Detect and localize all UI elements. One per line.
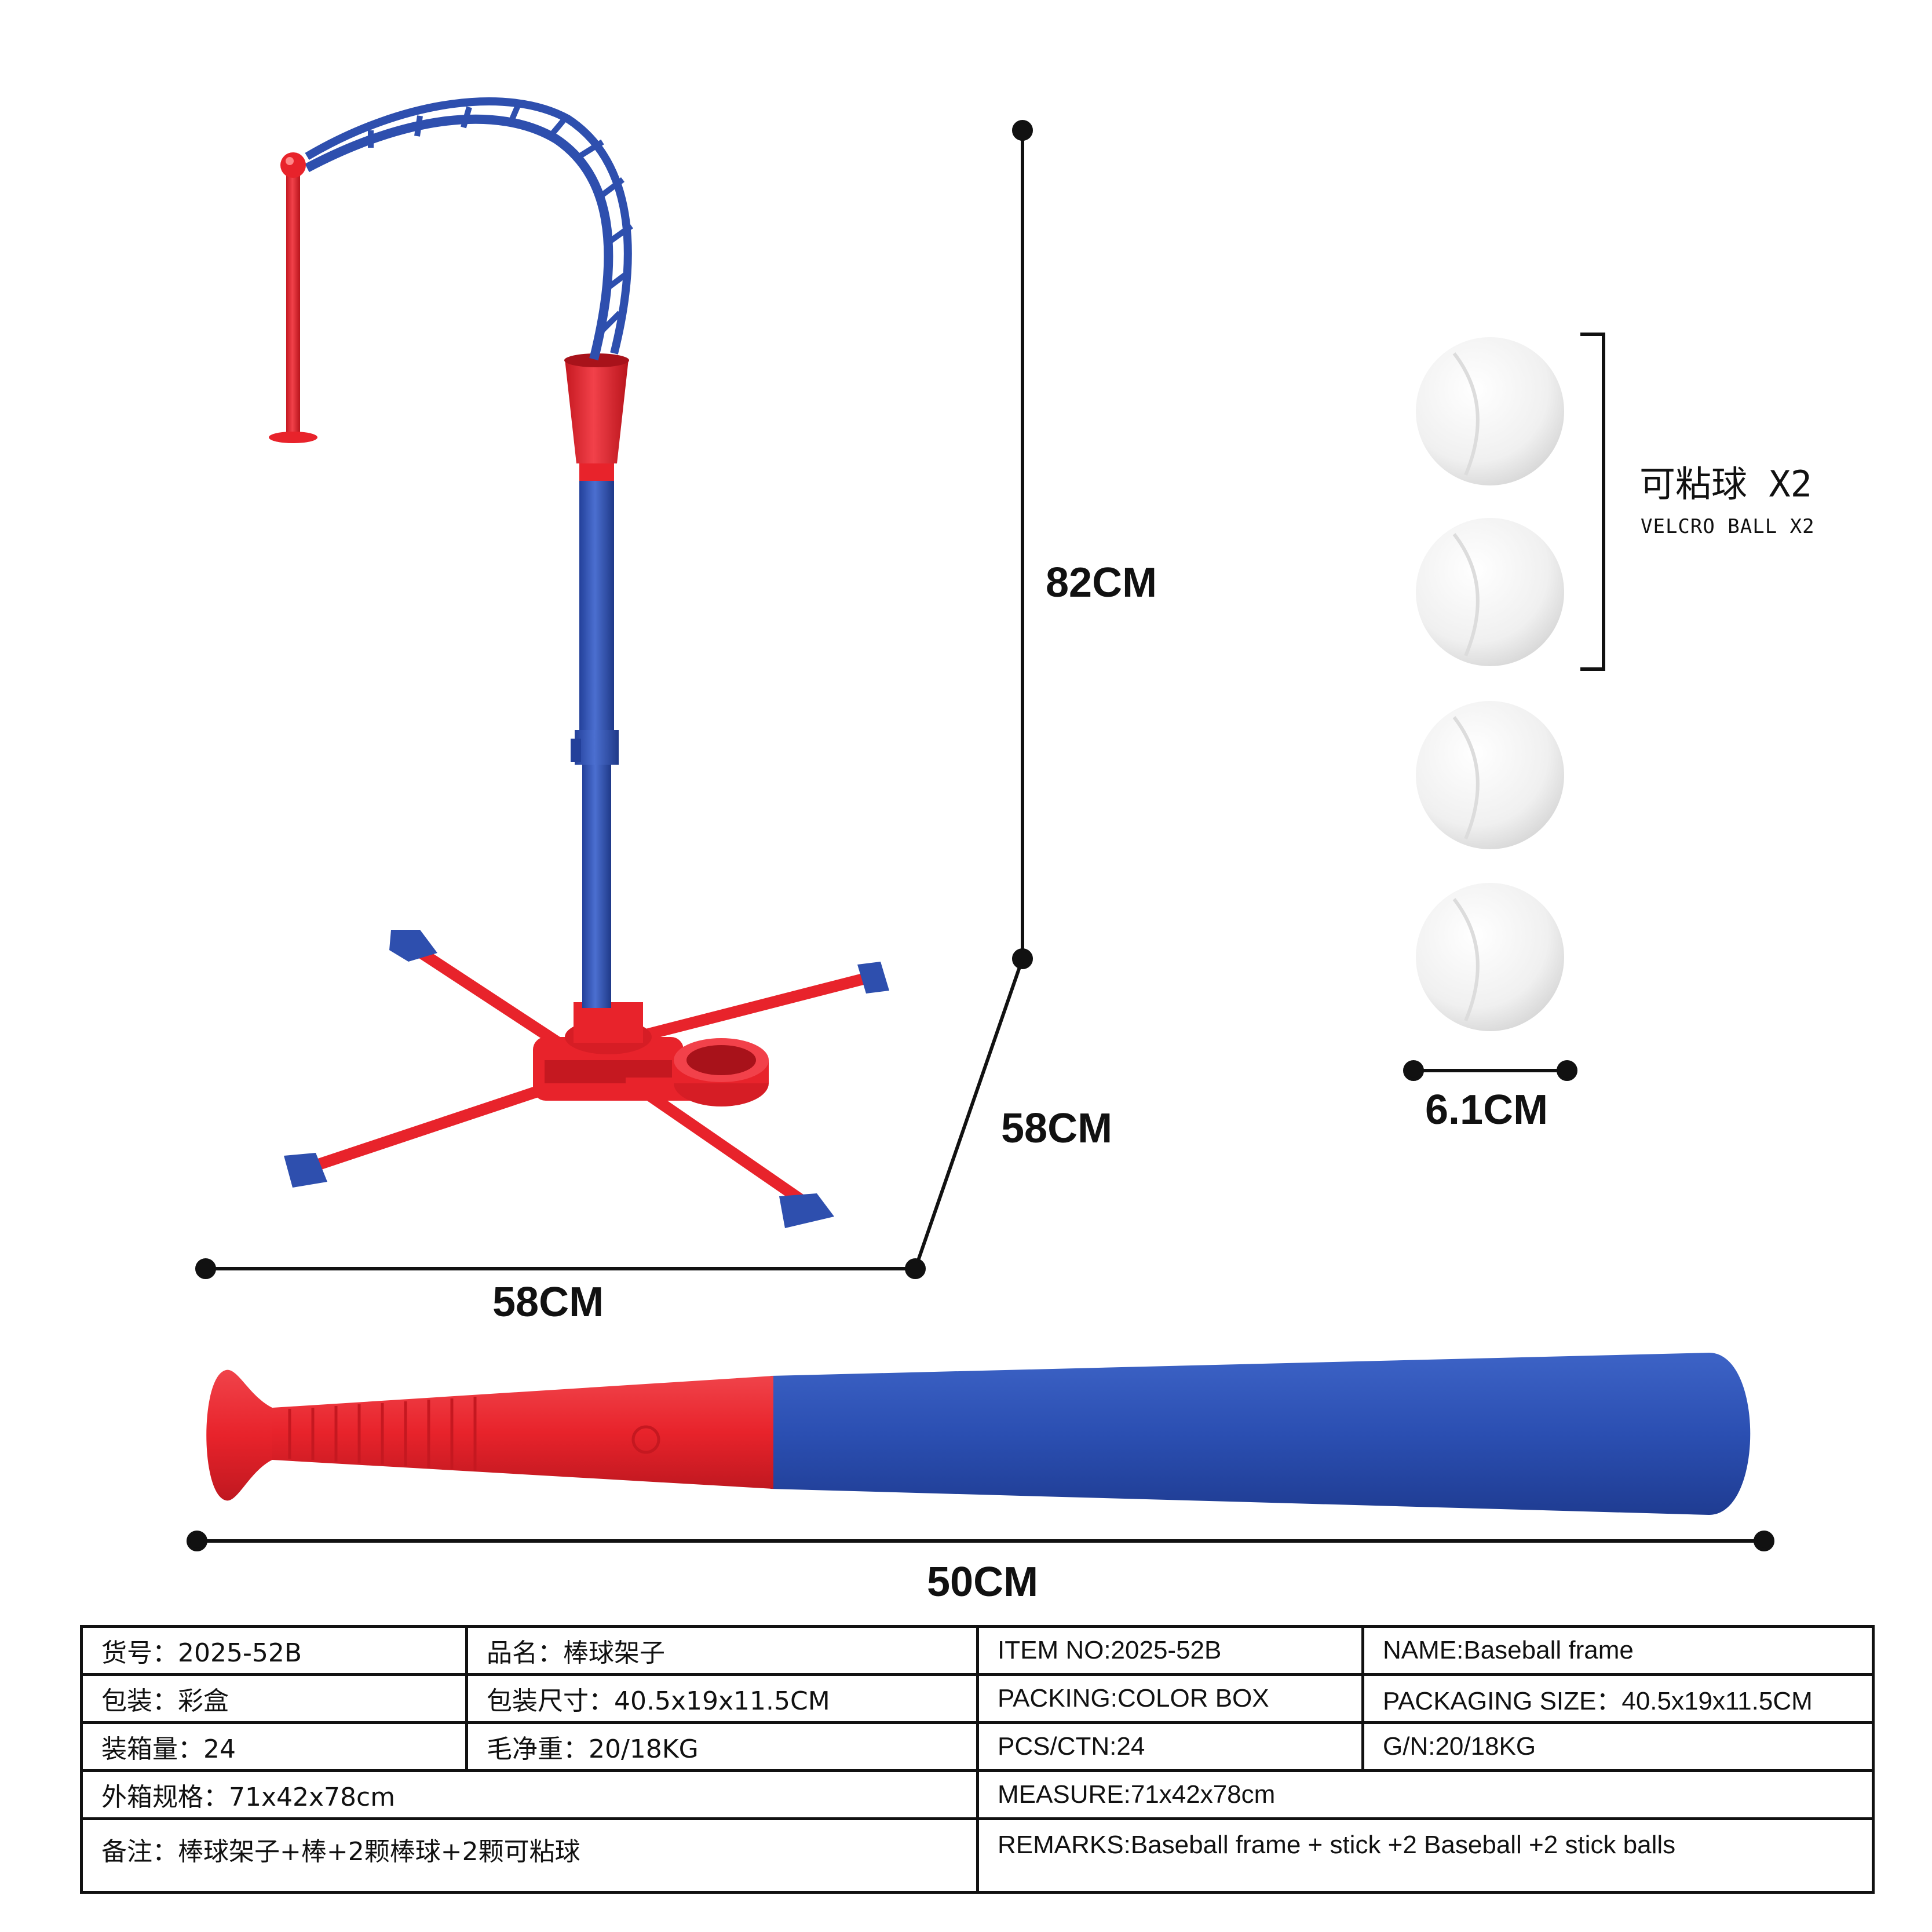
batting-tee bbox=[269, 97, 889, 1228]
weight-cn: 毛净重：20/18KG bbox=[465, 1721, 979, 1772]
packaging-size-cn: 包装尺寸：40.5x19x11.5CM bbox=[465, 1673, 979, 1724]
tee-legs bbox=[284, 930, 889, 1228]
ball bbox=[1416, 701, 1564, 849]
tee-arch bbox=[269, 97, 633, 443]
depth-dimension-label: 58CM bbox=[1001, 1105, 1113, 1152]
packaging-size-en: PACKAGING SIZE：40.5x19x11.5CM bbox=[1361, 1673, 1875, 1724]
velcro-ball-label-en: VELCRO BALL X2 bbox=[1641, 515, 1815, 538]
weight-en: G/N:20/18KG bbox=[1361, 1721, 1875, 1772]
velcro-ball-label-cn: 可粘球 X2 bbox=[1639, 463, 1812, 505]
carton-qty-cn: 装箱量：24 bbox=[80, 1721, 468, 1772]
product-name-cn: 品名：棒球架子 bbox=[465, 1625, 979, 1676]
packing-cn: 包装：彩盒 bbox=[80, 1673, 468, 1724]
product-name-en: NAME:Baseball frame bbox=[1361, 1625, 1875, 1676]
remarks-en: REMARKS:Baseball frame + stick +2 Baseba… bbox=[976, 1817, 1875, 1894]
height-dimension-label: 82CM bbox=[1046, 560, 1157, 606]
baseball-bat bbox=[206, 1353, 1751, 1515]
spec-table: 货号：2025-52B 品名：棒球架子 ITEM NO:2025-52B NAM… bbox=[80, 1625, 1875, 1894]
remarks-cn: 备注：棒球架子+棒+2颗棒球+2颗可粘球 bbox=[80, 1817, 979, 1894]
width-dimension-label: 58CM bbox=[492, 1279, 604, 1325]
tee-base-hub bbox=[533, 1002, 769, 1106]
balls bbox=[1416, 337, 1564, 1031]
tee-pole bbox=[564, 353, 629, 1008]
bat-length-label: 50CM bbox=[927, 1559, 1039, 1605]
item-no-cn: 货号：2025-52B bbox=[80, 1625, 468, 1676]
carton-measure-cn: 外箱规格：71x42x78cm bbox=[80, 1769, 979, 1820]
ball-diameter-label: 6.1CM bbox=[1425, 1087, 1548, 1133]
item-no-en: ITEM NO:2025-52B bbox=[976, 1625, 1364, 1676]
ball bbox=[1416, 337, 1564, 485]
dimension-lines bbox=[187, 120, 1774, 1551]
carton-measure-en: MEASURE:71x42x78cm bbox=[976, 1769, 1875, 1820]
ball bbox=[1416, 883, 1564, 1031]
carton-qty-en: PCS/CTN:24 bbox=[976, 1721, 1364, 1772]
ball bbox=[1416, 518, 1564, 666]
packing-en: PACKING:COLOR BOX bbox=[976, 1673, 1364, 1724]
